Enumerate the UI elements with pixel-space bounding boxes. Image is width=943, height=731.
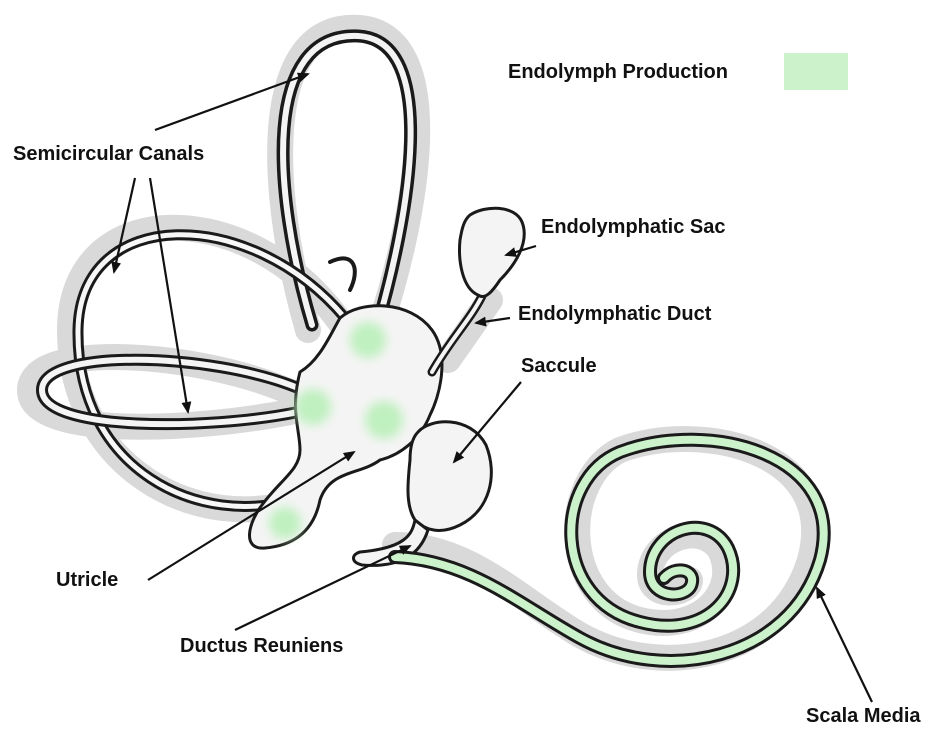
arrow-semicircular-lateral (150, 178, 188, 412)
label-semicircular-canals: Semicircular Canals (13, 144, 204, 164)
arrow-utricle (148, 452, 354, 580)
arrow-scala-media (817, 588, 872, 702)
production-spot (350, 322, 386, 358)
label-endolymphatic-duct: Endolymphatic Duct (518, 304, 711, 324)
production-spot (365, 401, 403, 439)
legend-swatch-endolymph (784, 53, 848, 90)
production-spot (295, 389, 331, 425)
label-utricle: Utricle (56, 570, 118, 590)
production-spot (269, 507, 301, 539)
pointer-arrows (114, 74, 872, 702)
label-ductus-reuniens: Ductus Reuniens (180, 636, 343, 656)
saccule-body (408, 422, 491, 531)
arrow-ductus-reuniens (235, 546, 410, 630)
legend-label: Endolymph Production (508, 62, 728, 82)
label-endolymphatic-sac: Endolymphatic Sac (541, 217, 726, 237)
label-scala-media: Scala Media (806, 706, 921, 726)
label-saccule: Saccule (521, 356, 597, 376)
